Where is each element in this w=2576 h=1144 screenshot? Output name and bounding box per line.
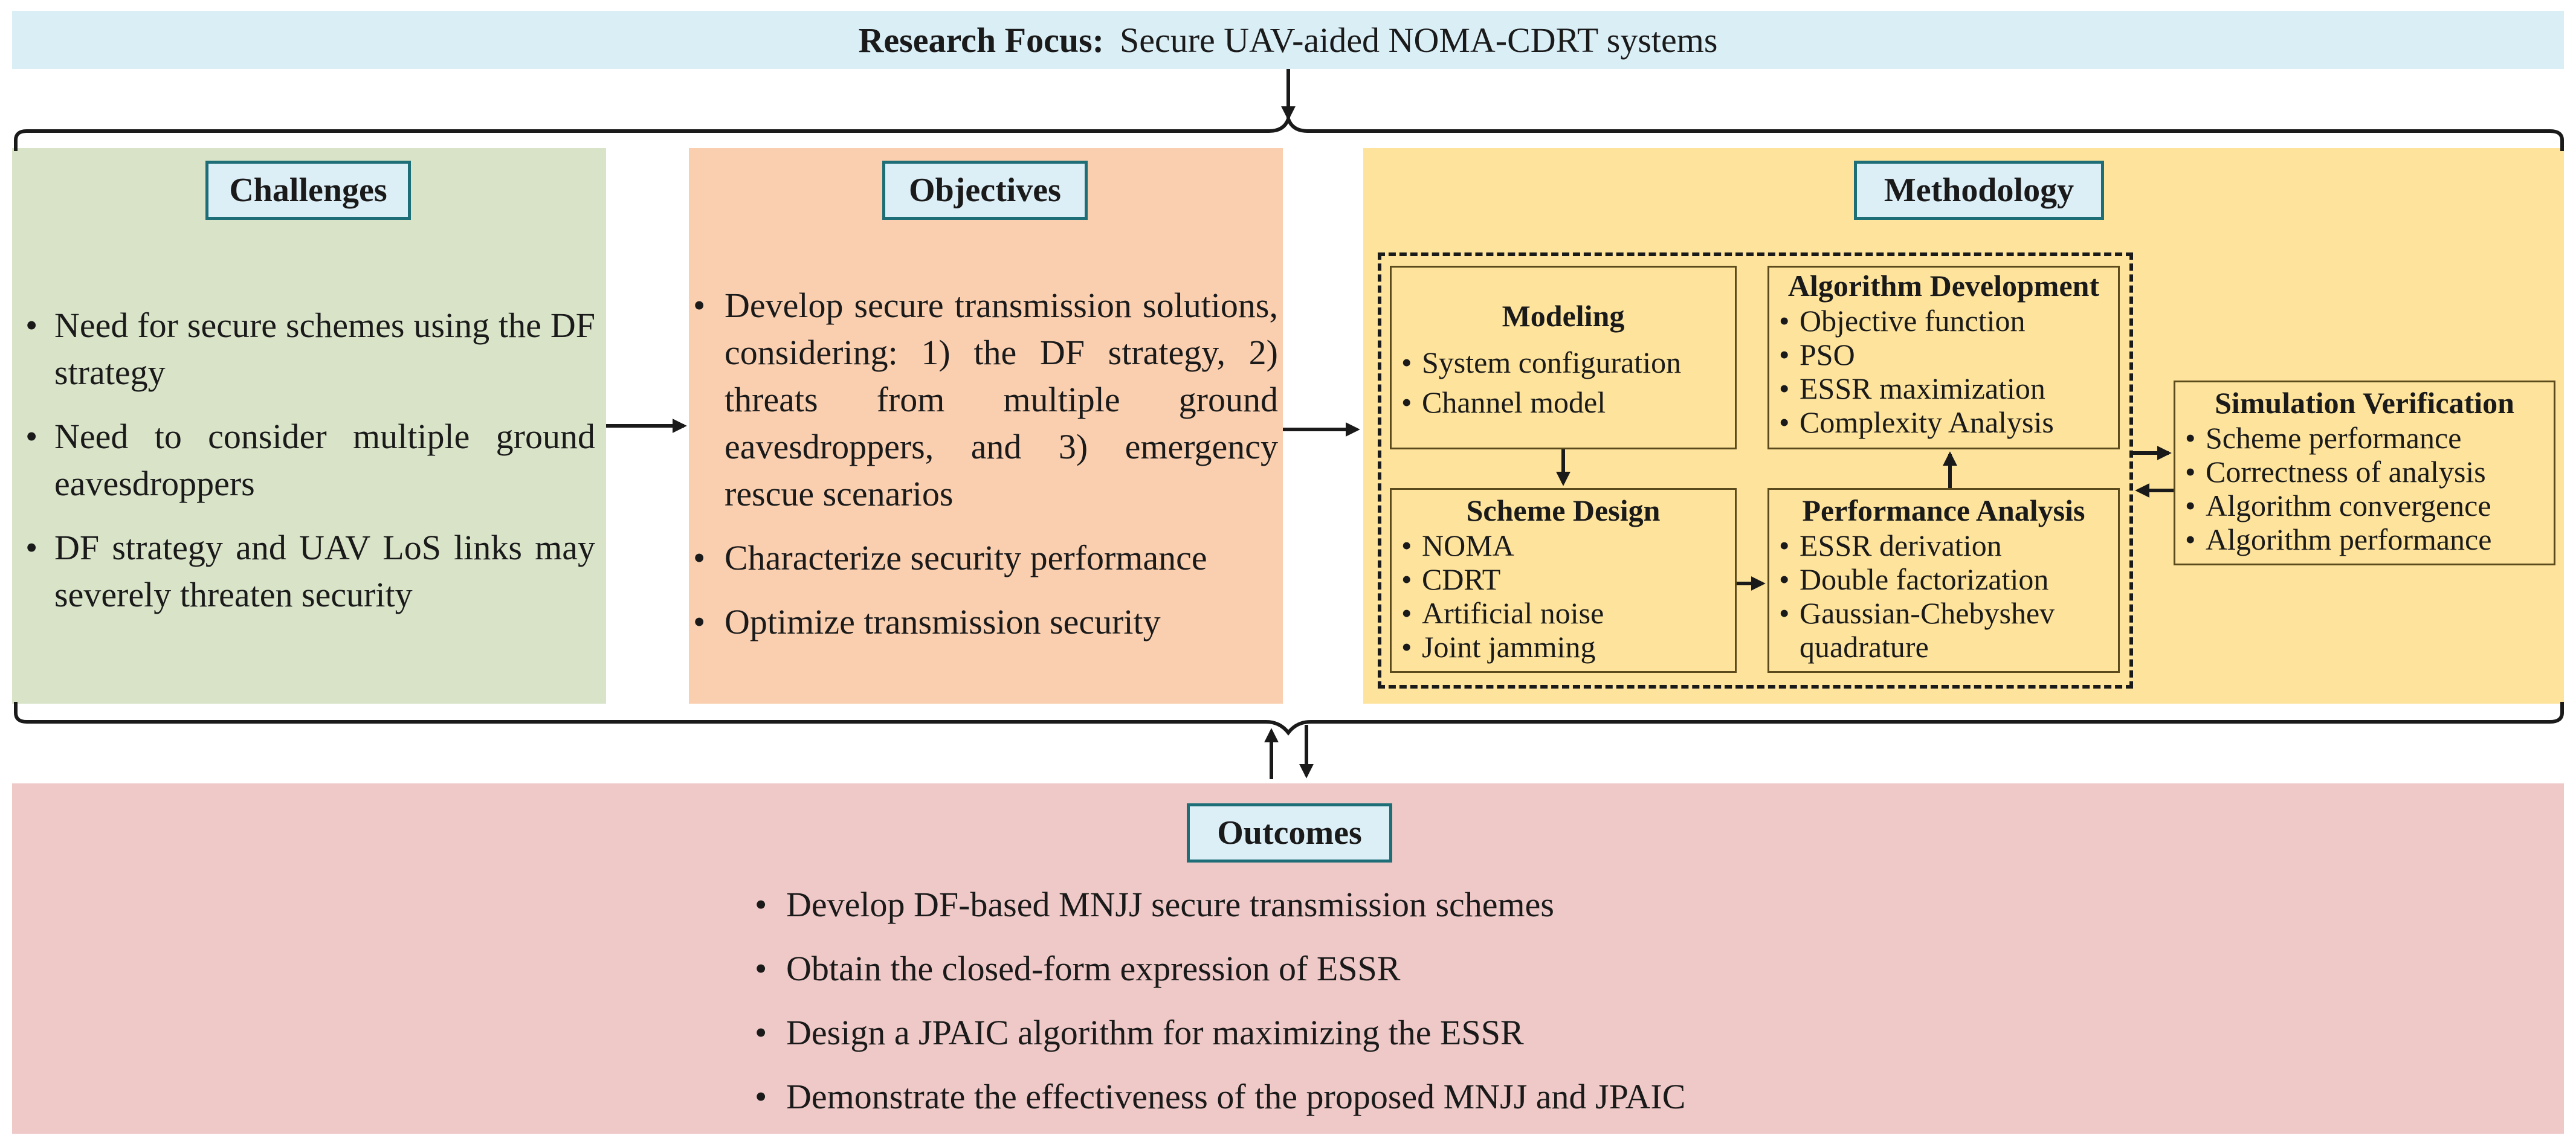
scheme-design-title: Scheme Design [1466,493,1661,527]
list-item: Objective function [1769,304,2118,338]
list-item: Scheme performance [2175,421,2554,455]
research-focus-text: Secure UAV-aided NOMA-CDRT systems [1119,20,1718,60]
objectives-title: Objectives [882,161,1088,220]
outcomes-title: Outcomes [1187,803,1392,863]
list-item: Optimize transmission security [692,599,1278,646]
scheme-design-box: Scheme Design NOMA CDRT Artificial noise… [1390,488,1737,673]
list-item: PSO [1769,338,2118,371]
list-item: Complexity Analysis [1769,405,2118,439]
list-item: Design a JPAIC algorithm for maximizing … [752,1010,2323,1056]
outcomes-list: Develop DF-based MNJJ secure transmissio… [752,882,2323,1138]
list-item: ESSR maximization [1769,371,2118,405]
list-item: Obtain the closed-form expression of ESS… [752,946,2323,992]
list-item: ESSR derivation [1769,529,2118,562]
list-item: Channel model [1392,382,1735,422]
algorithm-development-box: Algorithm Development Objective function… [1767,266,2120,449]
challenges-list: Need for secure schemes using the DF str… [24,302,595,635]
list-item: Need for secure schemes using the DF str… [24,302,595,396]
list-item: Correctness of analysis [2175,455,2554,489]
list-item: CDRT [1392,562,1735,596]
list-item: Artificial noise [1392,596,1735,630]
performance-analysis-box: Performance Analysis ESSR derivation Dou… [1767,488,2120,673]
simulation-verification-title: Simulation Verification [2215,386,2514,420]
list-item: Demonstrate the effectiveness of the pro… [752,1074,2323,1120]
list-item: Algorithm performance [2175,522,2554,556]
list-item: NOMA [1392,529,1735,562]
list-item: Gaussian-Chebyshev quadrature [1769,596,2118,664]
modeling-title: Modeling [1502,299,1625,333]
objectives-list: Develop secure transmission solutions, c… [692,282,1278,663]
list-item: Develop secure transmission solutions, c… [692,282,1278,518]
simulation-verification-box: Simulation Verification Scheme performan… [2174,381,2555,565]
list-item: Characterize security performance [692,535,1278,582]
performance-analysis-title: Performance Analysis [1802,493,2085,527]
research-focus-banner: Research Focus: Secure UAV-aided NOMA-CD… [12,11,2564,69]
list-item: DF strategy and UAV LoS links may severe… [24,524,595,619]
list-item: Double factorization [1769,562,2118,596]
methodology-dashed-group [1378,252,2133,689]
top-brace [14,113,2564,151]
list-item: Develop DF-based MNJJ secure transmissio… [752,882,2323,928]
challenges-title: Challenges [205,161,411,220]
list-item: Algorithm convergence [2175,489,2554,522]
list-item: Joint jamming [1392,630,1735,664]
modeling-box: Modeling System configuration Channel mo… [1390,266,1737,449]
methodology-title: Methodology [1854,161,2104,220]
list-item: Need to consider multiple ground eavesdr… [24,413,595,507]
algorithm-development-title: Algorithm Development [1787,269,2100,303]
research-focus-label: Research Focus: [858,20,1104,60]
list-item: System configuration [1392,342,1735,382]
bottom-brace [14,702,2564,736]
